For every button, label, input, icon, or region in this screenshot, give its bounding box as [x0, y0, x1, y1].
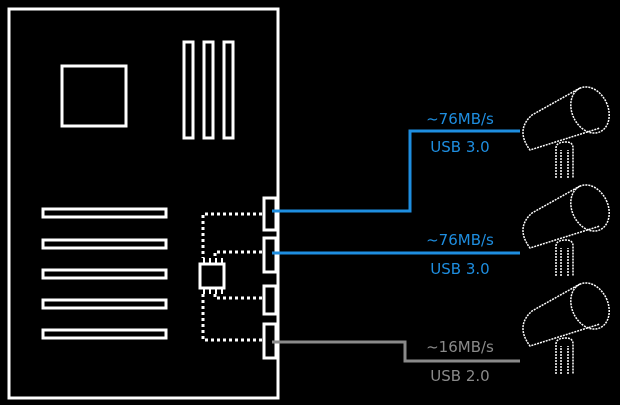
speed-label-2: ~76MB/s — [426, 231, 494, 249]
type-label-2: USB 3.0 — [430, 260, 490, 278]
type-label-1: USB 3.0 — [430, 138, 490, 156]
usb-controller-chip — [198, 258, 226, 294]
sensor-camera-icon — [522, 184, 610, 276]
speed-label-3: ~16MB/s — [426, 338, 494, 356]
speed-label-1: ~76MB/s — [426, 110, 494, 128]
type-label-3: USB 2.0 — [430, 367, 490, 385]
motherboard — [7, 7, 280, 400]
usb2-cable — [272, 340, 520, 363]
usb3-cable-1 — [272, 129, 520, 213]
sensor-camera-icon — [522, 282, 610, 374]
ram-slots — [182, 40, 235, 140]
sensor-camera-icon — [522, 86, 610, 178]
pcie-slots — [41, 207, 168, 340]
cpu-socket — [60, 64, 128, 128]
usb-ports — [262, 196, 278, 360]
internal-traces — [201, 212, 262, 342]
